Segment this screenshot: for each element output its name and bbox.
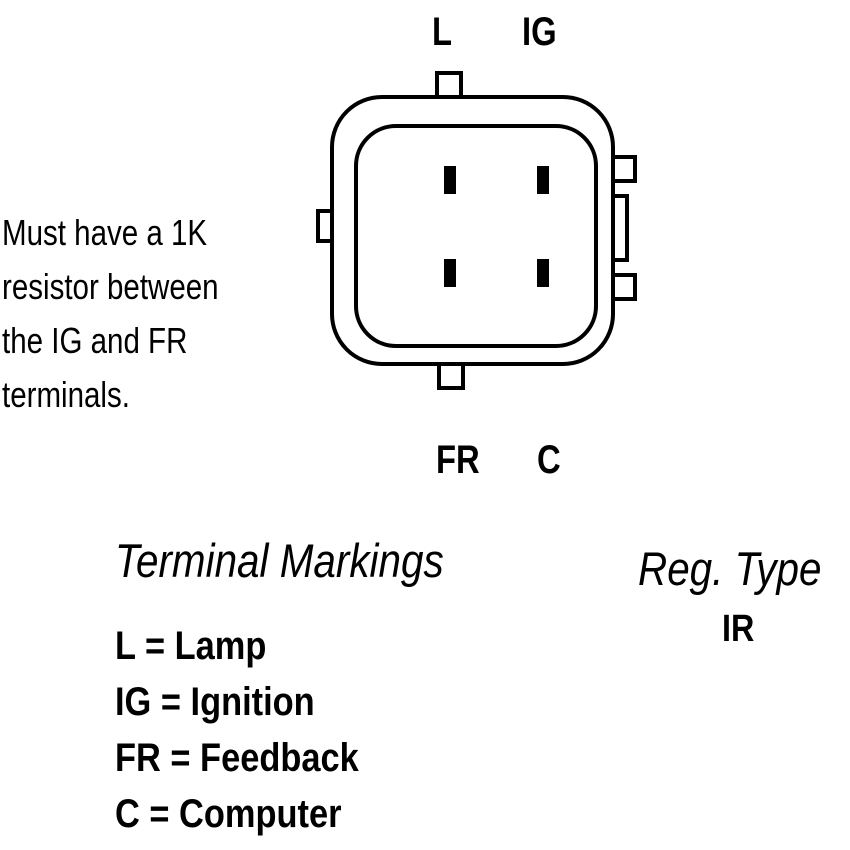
pin-fr [444,259,456,287]
legend-item: C = Computer [115,792,342,836]
legend-item: IG = Ignition [115,680,315,724]
connector-right-rail [611,194,629,262]
resistor-note: Must have a 1K resistor between the IG a… [2,206,219,422]
connector-top-tab [435,71,463,99]
terminal-label-c: C [537,438,561,482]
connector-inner-housing [354,124,598,348]
note-line: resistor between [2,266,219,307]
connector-left-tab [316,209,334,243]
regulator-value: IR [722,608,755,650]
legend-title: Terminal Markings [115,534,444,587]
terminal-label-ig: IG [522,10,557,54]
terminal-legend: L = Lamp IG = Ignition FR = Feedback C =… [115,618,359,842]
terminal-label-fr: FR [436,438,480,482]
connector-outer-housing [330,95,615,366]
connector-right-tab-upper [611,155,637,183]
connector-right-tab-lower [611,273,637,301]
note-line: the IG and FR [2,320,188,361]
regulator-title: Reg. Type [638,542,822,595]
pin-c [537,259,549,287]
pin-ig [537,166,549,194]
pin-l [444,166,456,194]
note-line: Must have a 1K [2,212,208,253]
note-line: terminals. [2,374,130,415]
legend-item: FR = Feedback [115,736,359,780]
legend-item: L = Lamp [115,624,267,668]
terminal-label-l: L [432,10,453,54]
connector-bottom-tab [437,362,465,390]
